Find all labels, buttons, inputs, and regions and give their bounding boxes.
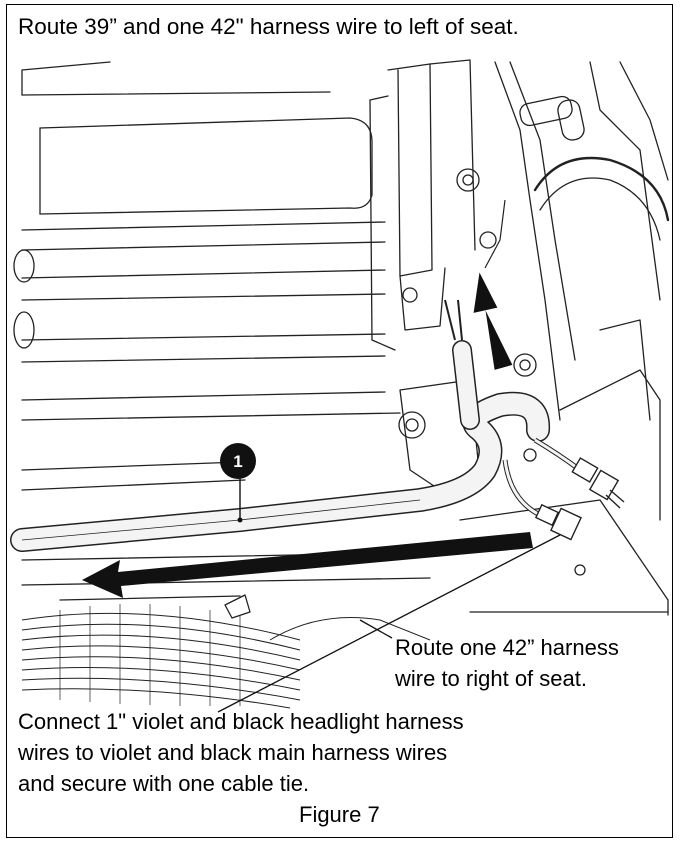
arrow-up-icon	[473, 272, 513, 370]
bolt	[402, 287, 418, 303]
lower-rail	[59, 595, 241, 601]
bracket-side	[369, 95, 396, 351]
hinge-pin	[519, 95, 573, 127]
roller-top	[21, 221, 386, 231]
lower-rail	[21, 461, 241, 471]
roller-bottom-inner	[21, 412, 401, 421]
roller-low-inner	[21, 355, 386, 363]
bolt	[479, 231, 497, 249]
lower-rail	[21, 577, 431, 586]
frame-plate-edge	[21, 91, 331, 96]
callout-bottom-line-2: wires to violet and black main harness w…	[18, 740, 448, 765]
roller-low	[21, 333, 386, 341]
bolt	[513, 353, 537, 377]
seat-bracket	[387, 63, 433, 277]
callout-leader-dot	[237, 517, 243, 523]
callout-right-line-2: wire to right of seat.	[395, 666, 587, 691]
numbered-callout-icon: 1	[220, 443, 256, 479]
figure-caption: Figure 7	[299, 802, 380, 827]
svg-text:1: 1	[233, 452, 242, 471]
callout-right-line-1: Route one 42” harness	[395, 635, 619, 660]
mechanism-rail	[589, 61, 661, 301]
curved-tube	[533, 156, 670, 222]
bolt	[456, 168, 480, 192]
hinge-pin-cap	[557, 99, 585, 141]
lower-rail	[21, 479, 246, 491]
callout-right-seat: Route one 42” harness wire to right of s…	[395, 632, 619, 694]
mechanism-rail	[619, 61, 669, 181]
leader-line-right	[359, 619, 393, 639]
figure-heading: Route 39” and one 42" harness wire to le…	[18, 14, 519, 39]
seat-bracket-foot	[399, 267, 446, 331]
bolt	[523, 448, 537, 462]
connector-lower	[534, 503, 582, 541]
roller-end-cap	[13, 249, 35, 283]
bolt	[574, 564, 586, 576]
callout-bottom-line-3: and secure with one cable tie.	[18, 771, 310, 796]
roller-mid-inner	[21, 293, 386, 301]
small-fitting	[224, 594, 251, 619]
bolt-center	[519, 359, 531, 371]
roller-bottom	[21, 391, 386, 401]
callout-connect-instructions: Connect 1" violet and black headlight ha…	[18, 706, 464, 799]
fan-coil	[21, 604, 431, 709]
frame-plate-edge	[21, 61, 111, 96]
side-panel-edge	[599, 319, 651, 421]
figure-frame	[6, 4, 673, 838]
roller-end-cap	[13, 311, 35, 349]
side-panel	[559, 369, 661, 521]
leader-line-bottom	[217, 534, 561, 713]
mechanism-rail	[509, 61, 576, 361]
roller-top-inner	[21, 241, 386, 251]
mechanism-rail	[494, 61, 561, 421]
curved-tube-inner	[539, 177, 661, 241]
bolt-center	[405, 418, 419, 432]
bracket-plate	[429, 59, 476, 251]
callout-bottom-line-1: Connect 1" violet and black headlight ha…	[18, 709, 464, 734]
connector-upper	[571, 457, 625, 509]
arrow-left-icon	[82, 532, 533, 598]
bolt	[398, 411, 426, 439]
roller-mid	[21, 269, 386, 279]
main-harness	[10, 299, 582, 552]
seat-panel	[39, 117, 373, 215]
wire-lead	[484, 199, 506, 269]
bolt-center	[462, 174, 474, 186]
